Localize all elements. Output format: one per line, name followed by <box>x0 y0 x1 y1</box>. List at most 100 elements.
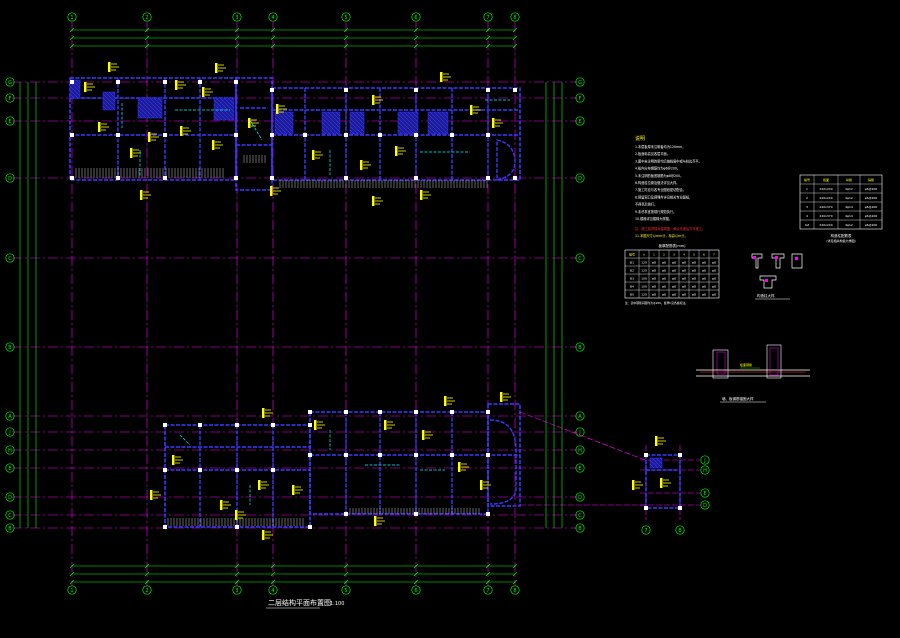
axis-bubble-top-circle <box>268 12 278 22</box>
column <box>344 453 348 457</box>
axis-bubble-right-label: A <box>578 414 582 420</box>
slab-label-marker <box>458 462 461 472</box>
hatched-slab <box>137 97 163 119</box>
axis-bubble-bottom-circle <box>483 585 493 595</box>
column-table-cell: 1 <box>806 187 808 191</box>
axis-bubble-right: A <box>575 411 585 421</box>
slab-table-cell: B5 <box>630 293 634 297</box>
axis-bubble-right-label: B <box>578 526 582 532</box>
slab-table-cell: φ8 <box>682 293 686 297</box>
dimension-tick <box>234 571 240 577</box>
axis-bubble-right-circle <box>575 116 585 126</box>
slab-table-cell: B2 <box>630 269 634 273</box>
hatch-line <box>321 117 339 135</box>
slab-label-marker <box>422 430 425 440</box>
slab-table-cell: φ8 <box>672 285 676 289</box>
column <box>235 525 239 529</box>
dimension-tick <box>69 43 75 49</box>
note-line: 8.预留洞口及预埋件详见相关专业图纸， <box>635 194 692 199</box>
axis-bubble-top-label: 8 <box>513 15 516 21</box>
column-table-cell: 3 <box>806 205 808 209</box>
hatch-line <box>427 117 445 135</box>
note-line: 6.构造柱位置及做法详见大样。 <box>635 180 679 185</box>
column <box>163 525 167 529</box>
hatch-line <box>69 93 75 99</box>
hatch-line <box>274 121 288 135</box>
slab-table-cell: φ8 <box>662 261 666 265</box>
column <box>486 453 490 457</box>
column <box>116 176 120 180</box>
axis-bubble-right-circle <box>575 427 585 437</box>
column-table-cell: 编号 <box>804 177 810 182</box>
dimension-tick <box>413 563 419 569</box>
axis-bubble-bottom-label: 5 <box>344 588 347 594</box>
column <box>513 88 517 92</box>
axis-bubble-left: E <box>5 116 15 126</box>
rebar-line <box>179 434 191 446</box>
hatch-line <box>75 79 81 85</box>
slab-table-cell: φ8 <box>712 269 716 273</box>
hatch-line <box>102 101 112 111</box>
slab-table-cell: B3 <box>630 277 634 281</box>
slab-table-cell: φ8 <box>682 277 686 281</box>
slab-table-cell: φ8 <box>652 277 656 281</box>
hatch-line <box>327 111 341 125</box>
axis-bubble-right: H <box>575 445 585 455</box>
hatch-line <box>280 111 294 125</box>
slab-table-cell: φ8 <box>652 293 656 297</box>
inset-bubble-right-circle <box>700 488 710 498</box>
dimension-tick <box>144 43 150 49</box>
slab-label-marker <box>202 87 205 97</box>
column <box>414 453 418 457</box>
slab-table-cell: φ8 <box>672 277 676 281</box>
column <box>378 453 382 457</box>
dimension-tick <box>512 27 518 33</box>
hatch-line <box>433 111 449 127</box>
column <box>414 88 418 92</box>
hatch-line <box>141 97 163 119</box>
hatch-line <box>399 111 419 131</box>
axis-bubble-left: E <box>5 463 15 473</box>
column <box>308 525 312 529</box>
slab-label-marker <box>420 190 423 200</box>
axis-bubble-bottom-label: 1 <box>70 588 73 594</box>
axis-bubble-right: D <box>575 173 585 183</box>
hatch-line <box>69 85 81 97</box>
slab-label-marker <box>150 490 153 500</box>
slab-table-cell: 6 <box>703 253 705 257</box>
axis-bubble-top: 7 <box>483 12 493 22</box>
hatched-slab <box>102 91 116 111</box>
column <box>270 88 274 92</box>
hatch-line <box>227 97 235 105</box>
hatched-slab <box>69 79 81 99</box>
slab-table-cell: φ8 <box>692 293 696 297</box>
dimension-tick <box>234 563 240 569</box>
note-line: 5.未注明的板底钢筋为φ8@200。 <box>635 173 683 178</box>
column-table-cell: 240x370 <box>819 214 832 218</box>
axis-bubble-top-label: 5 <box>344 15 347 21</box>
column <box>270 176 274 180</box>
column <box>270 133 274 137</box>
axis-bubble-top-label: 3 <box>235 15 238 21</box>
dimension-tick <box>144 35 150 41</box>
wall-detail-label: 板面钢筋 <box>740 362 752 367</box>
rebar-line <box>249 119 263 141</box>
axis-bubble-bottom: 7 <box>483 585 493 595</box>
axis-bubble-bottom: 8 <box>510 585 520 595</box>
dimension-tick <box>413 35 419 41</box>
axis-bubble-right: E <box>575 116 585 126</box>
column <box>344 88 348 92</box>
axis-bubble-left-label: E <box>8 466 11 472</box>
column <box>486 512 490 516</box>
axis-bubble-left-label: B <box>8 526 12 532</box>
axis-bubble-left-circle <box>5 411 15 421</box>
inset-bubble-right: H <box>700 465 710 475</box>
hatch-line <box>445 111 449 115</box>
axis-bubble-bottom-circle <box>232 585 242 595</box>
axis-bubble-top-circle <box>142 12 152 22</box>
hatch-line <box>153 97 163 107</box>
hatch-line <box>149 97 163 111</box>
hatch-line <box>102 93 116 107</box>
axis-bubble-left-circle <box>5 173 15 183</box>
dimension-tick <box>69 571 75 577</box>
